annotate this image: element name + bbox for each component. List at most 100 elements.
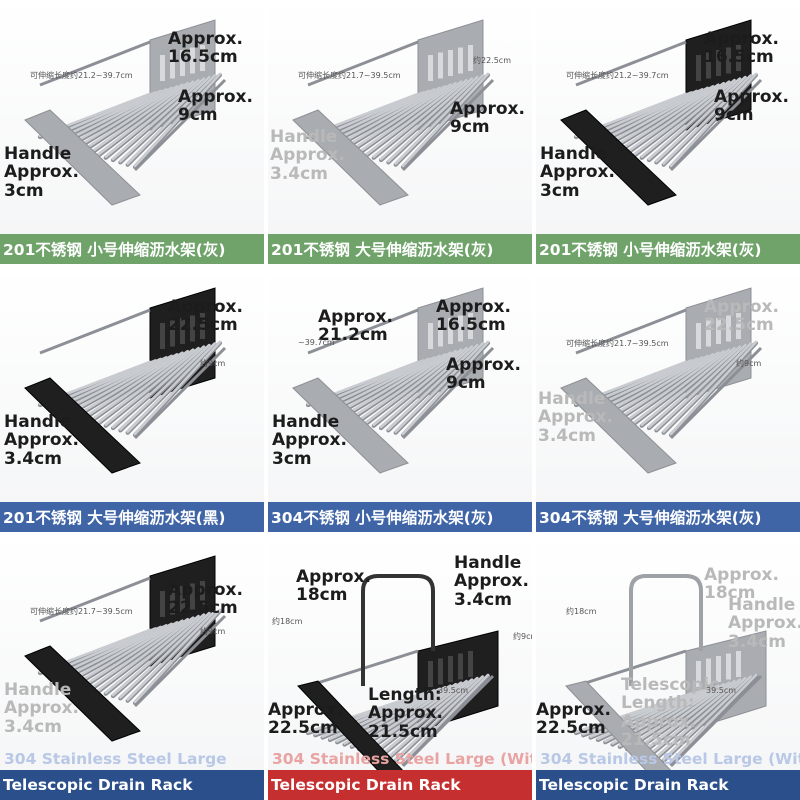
rack-rod — [82, 351, 184, 420]
drain-rack-illustration — [297, 574, 499, 770]
rack-slot — [726, 653, 731, 680]
label-approx-top: Approx. 22.5cm — [168, 580, 243, 619]
rack-rod — [669, 340, 758, 436]
rack-rod — [75, 85, 179, 149]
rack-side-rail — [39, 308, 151, 355]
rack-rod — [365, 681, 463, 752]
rack-slot — [170, 588, 175, 615]
rack-end-plate-front — [297, 680, 404, 770]
rack-slot — [468, 651, 473, 677]
rack-photo-svg — [292, 287, 495, 474]
rack-rod — [104, 614, 200, 695]
rack-slot — [448, 50, 453, 76]
rack-slot — [458, 47, 463, 74]
product-caption: Telescopic Drain Rack — [268, 770, 532, 800]
rack-slot — [438, 658, 443, 685]
rack-slot — [170, 320, 175, 347]
rack-side-rail — [401, 78, 495, 172]
rack-side-rail — [575, 308, 687, 355]
label-handle: Handle Approx. 3.4cm — [4, 680, 79, 737]
rack-end-plate-front — [24, 645, 141, 742]
rack-rod — [662, 675, 752, 761]
product-caption: Telescopic Drain Rack — [0, 770, 264, 800]
rack-slot — [716, 656, 721, 682]
rack-rod — [82, 619, 184, 688]
label-approx-top: Approx. 16.5cm — [704, 29, 779, 68]
rack-rod — [119, 611, 211, 699]
rack-rod — [633, 348, 731, 424]
rack-rod — [104, 346, 200, 427]
rack-rod — [335, 354, 441, 415]
rack-slot — [696, 55, 701, 81]
rack-slot — [200, 581, 205, 607]
rack-rod — [133, 72, 222, 168]
rack-rod — [343, 353, 447, 417]
rack-rod — [97, 616, 195, 692]
label-handle: Handle Approx. 3.4cm — [728, 595, 800, 652]
rack-rod — [640, 346, 736, 427]
rack-rod — [669, 72, 758, 168]
rack-photo-svg — [560, 19, 763, 206]
rack-rod — [89, 81, 189, 154]
rack-slot — [160, 55, 165, 81]
rack-slot — [200, 45, 205, 71]
rack-rod — [625, 349, 725, 422]
rack-rod — [647, 678, 742, 757]
rack-slot — [726, 47, 731, 74]
rack-slot — [726, 315, 731, 342]
label-handle: Handle Approx. 3.4cm — [4, 412, 79, 469]
rack-rod — [387, 676, 479, 759]
rack-rod — [401, 340, 490, 436]
label-dim: 可伸缩长度约21.2~39.7cm — [30, 71, 133, 80]
rack-rod — [357, 349, 457, 422]
rack-rod — [387, 75, 479, 163]
rack-slot — [190, 583, 195, 610]
rack-side-rail — [307, 40, 419, 87]
rack-rod — [357, 682, 457, 750]
rack-rod — [655, 343, 747, 431]
rack-slot — [190, 47, 195, 74]
rack-rod — [372, 346, 468, 427]
rack-slot — [468, 313, 473, 339]
rack-rod — [126, 74, 216, 165]
label-approx-top: Approx. 18cm — [296, 567, 371, 606]
product-caption: 304不锈钢 大号伸缩沥水架(灰) — [536, 502, 800, 532]
rack-rod — [335, 86, 441, 147]
rack-slot — [706, 52, 711, 79]
rack-tall-handle — [629, 574, 703, 686]
label-dim: ~39.7cm — [298, 338, 335, 347]
rack-rod — [655, 676, 747, 759]
drain-rack-illustration — [560, 19, 763, 206]
label-dim: 约18cm — [566, 607, 597, 616]
label-approx-top: Approx. 16.5cm — [168, 29, 243, 68]
label-approx-side: Approx. 9cm — [446, 355, 521, 394]
rack-rod — [133, 608, 222, 704]
label-approx-bottom: Approx. 22.5cm — [268, 700, 343, 739]
label-handle: Handle Approx. 3cm — [540, 144, 615, 201]
rack-slot — [180, 586, 185, 612]
rack-rod — [625, 81, 725, 154]
rack-photo-svg — [565, 574, 767, 770]
rack-slot — [160, 323, 165, 349]
rack-slot — [706, 658, 711, 685]
rack-rod — [314, 692, 425, 736]
rack-photo-svg — [297, 574, 499, 770]
rack-rod — [379, 678, 474, 757]
rack-rod — [350, 83, 452, 152]
label-dim2: 约22.5cm — [473, 56, 512, 65]
label-handle: Handle Approx. 3cm — [272, 412, 347, 469]
rack-rod — [625, 682, 725, 750]
rack-slot — [458, 653, 463, 680]
rack-rod — [596, 88, 704, 145]
label-dim: 可伸缩长度约21.2~39.7cm — [566, 71, 669, 80]
rack-rod — [328, 356, 436, 413]
caption-overline: 304 Stainless Steel Large (With Handle) — [540, 750, 800, 768]
rack-rod — [119, 75, 211, 163]
rack-rod — [662, 74, 752, 165]
rack-side-rail — [575, 40, 687, 87]
